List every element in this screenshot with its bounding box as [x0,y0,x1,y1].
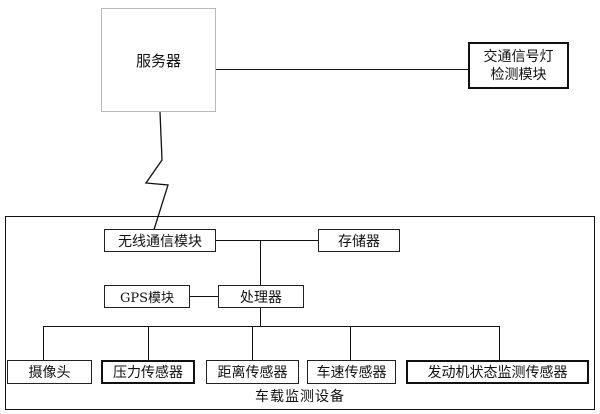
engine-status-sensor-label: 发动机状态监测传感器 [427,365,568,381]
wireless-link-icon [144,111,169,237]
traffic-light-label-line1: 交通信号灯 [483,48,554,65]
vehicle-device-label: 车载监测设备 [255,389,345,405]
processor-label: 处理器 [240,289,282,306]
speed-sensor-label: 车速传感器 [316,365,387,381]
vehicle-device-container [5,216,595,410]
storage-box: 存储器 [318,229,400,252]
processor-box: 处理器 [218,285,304,308]
distance-sensor-box: 距离传感器 [206,360,299,384]
camera-label: 摄像头 [28,365,71,381]
engine-status-sensor-box: 发动机状态监测传感器 [406,360,589,384]
pressure-sensor-box: 压力传感器 [101,360,195,384]
server-label: 服务器 [135,51,181,70]
distance-sensor-label: 距离传感器 [217,365,288,381]
pressure-sensor-label: 压力传感器 [113,365,183,381]
storage-label: 存储器 [338,233,380,250]
speed-sensor-box: 车速传感器 [307,360,396,384]
camera-box: 摄像头 [7,360,92,384]
traffic-light-label-line2: 检测模块 [490,66,547,83]
server-box: 服务器 [101,8,216,112]
gps-module-label: GPS模块 [119,291,175,306]
traffic-light-detection-box: 交通信号灯 检测模块 [468,42,569,89]
gps-module-box: GPS模块 [104,285,190,308]
wireless-module-box: 无线通信模块 [104,229,216,252]
wireless-module-label: 无线通信模块 [118,233,202,250]
